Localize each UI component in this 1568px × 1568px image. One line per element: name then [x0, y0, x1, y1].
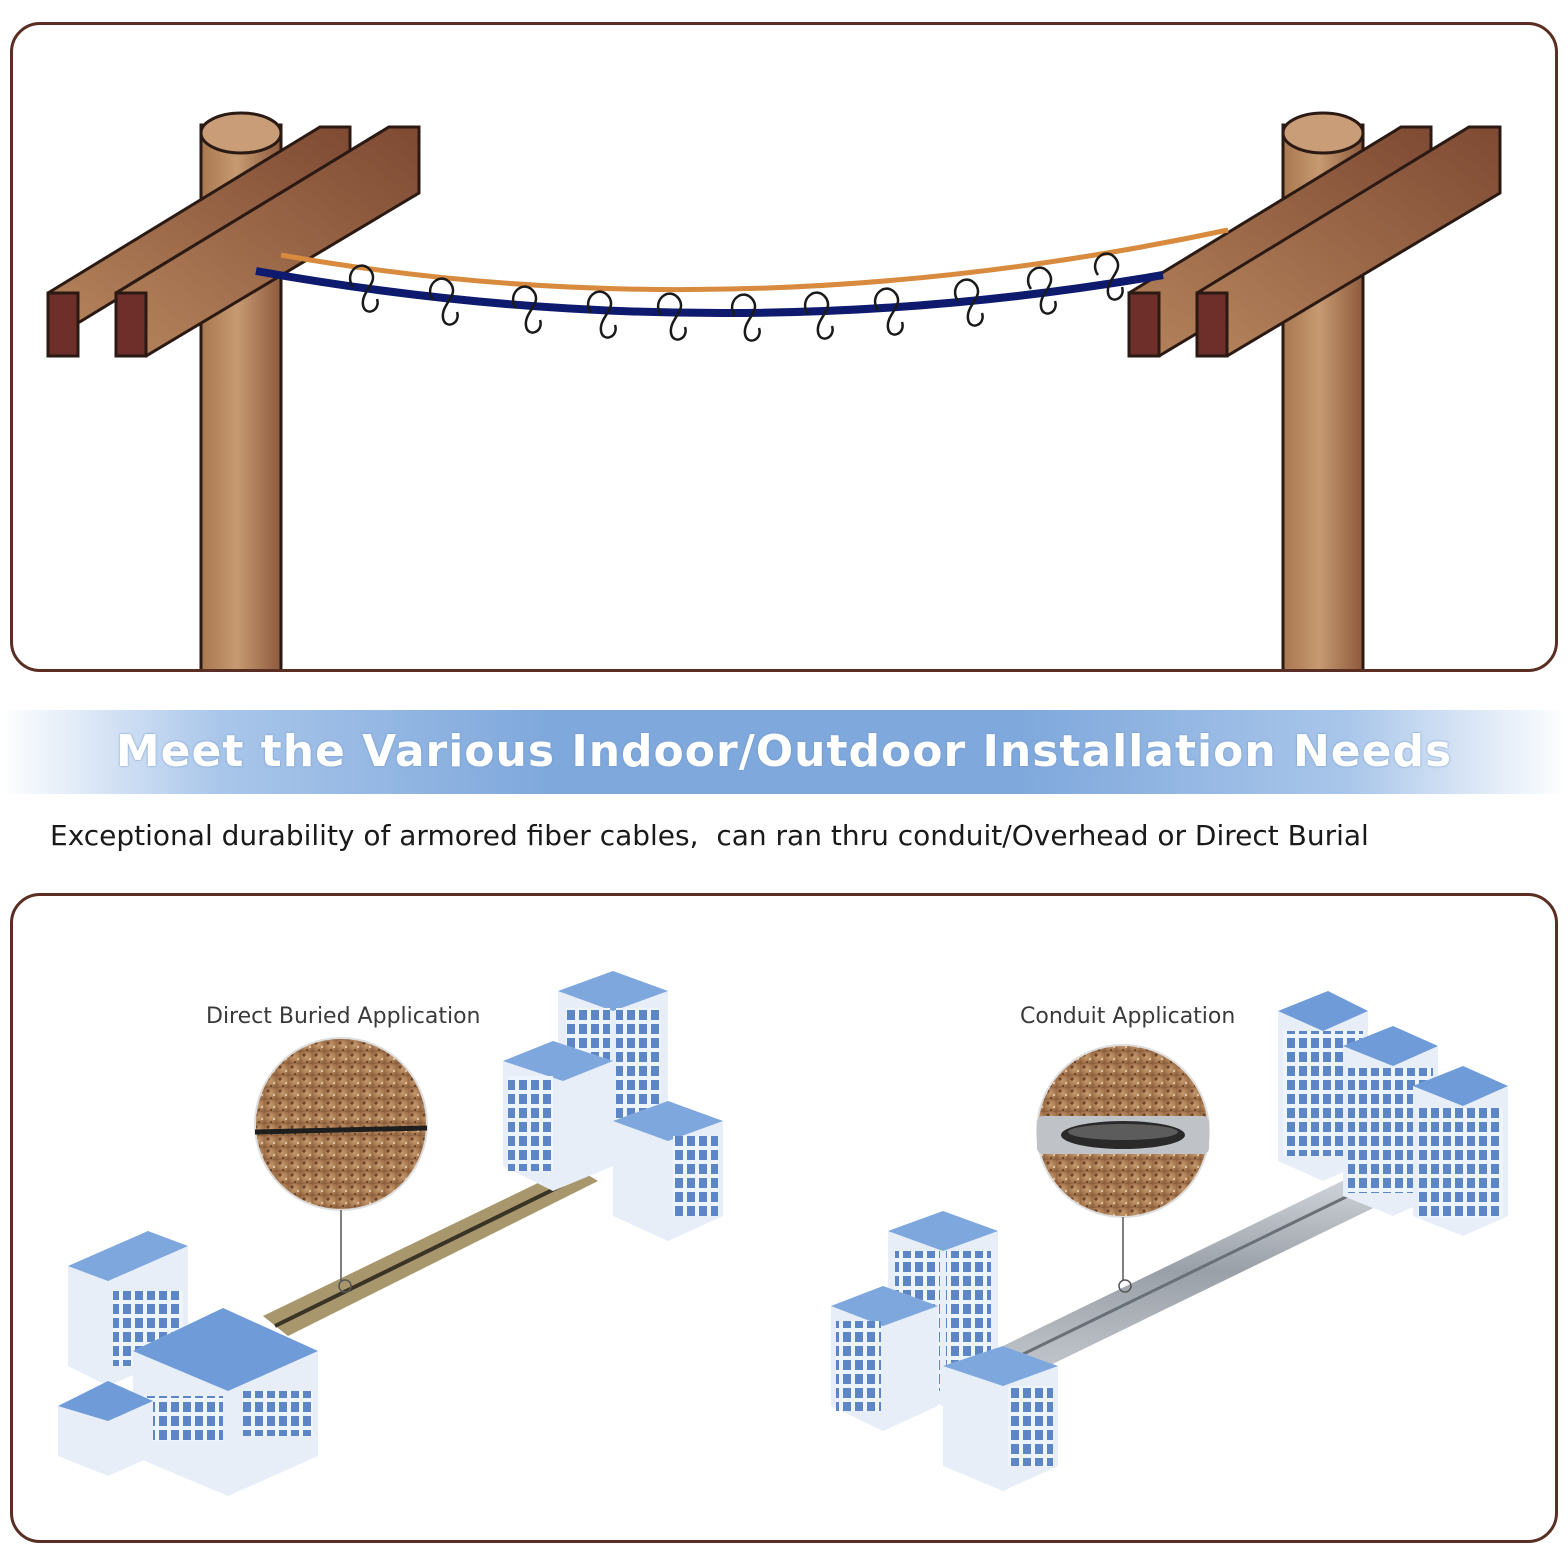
banner-title: Meet the Various Indoor/Outdoor Installa…	[115, 726, 1453, 777]
underground-installation-panel: Direct Buried Application	[10, 893, 1558, 1543]
underground-illustration: Direct Buried Application	[58, 971, 1508, 1496]
overhead-illustration	[46, 111, 1502, 669]
messenger-wire	[280, 227, 1229, 293]
right-utility-pole	[1127, 111, 1502, 669]
direct-buried-label: Direct Buried Application	[206, 1004, 480, 1029]
conduit-scene: Conduit Application	[831, 991, 1508, 1491]
conduit-label: Conduit Application	[1020, 1004, 1235, 1029]
subtitle-text: Exceptional durability of armored fiber …	[50, 819, 1369, 852]
fiber-cable	[255, 267, 1164, 318]
direct-buried-scene: Direct Buried Application	[58, 971, 723, 1496]
overhead-installation-panel	[10, 22, 1558, 672]
cable-lashing-hooks	[348, 252, 1124, 342]
title-banner: Meet the Various Indoor/Outdoor Installa…	[0, 710, 1568, 794]
left-utility-pole	[46, 111, 421, 669]
